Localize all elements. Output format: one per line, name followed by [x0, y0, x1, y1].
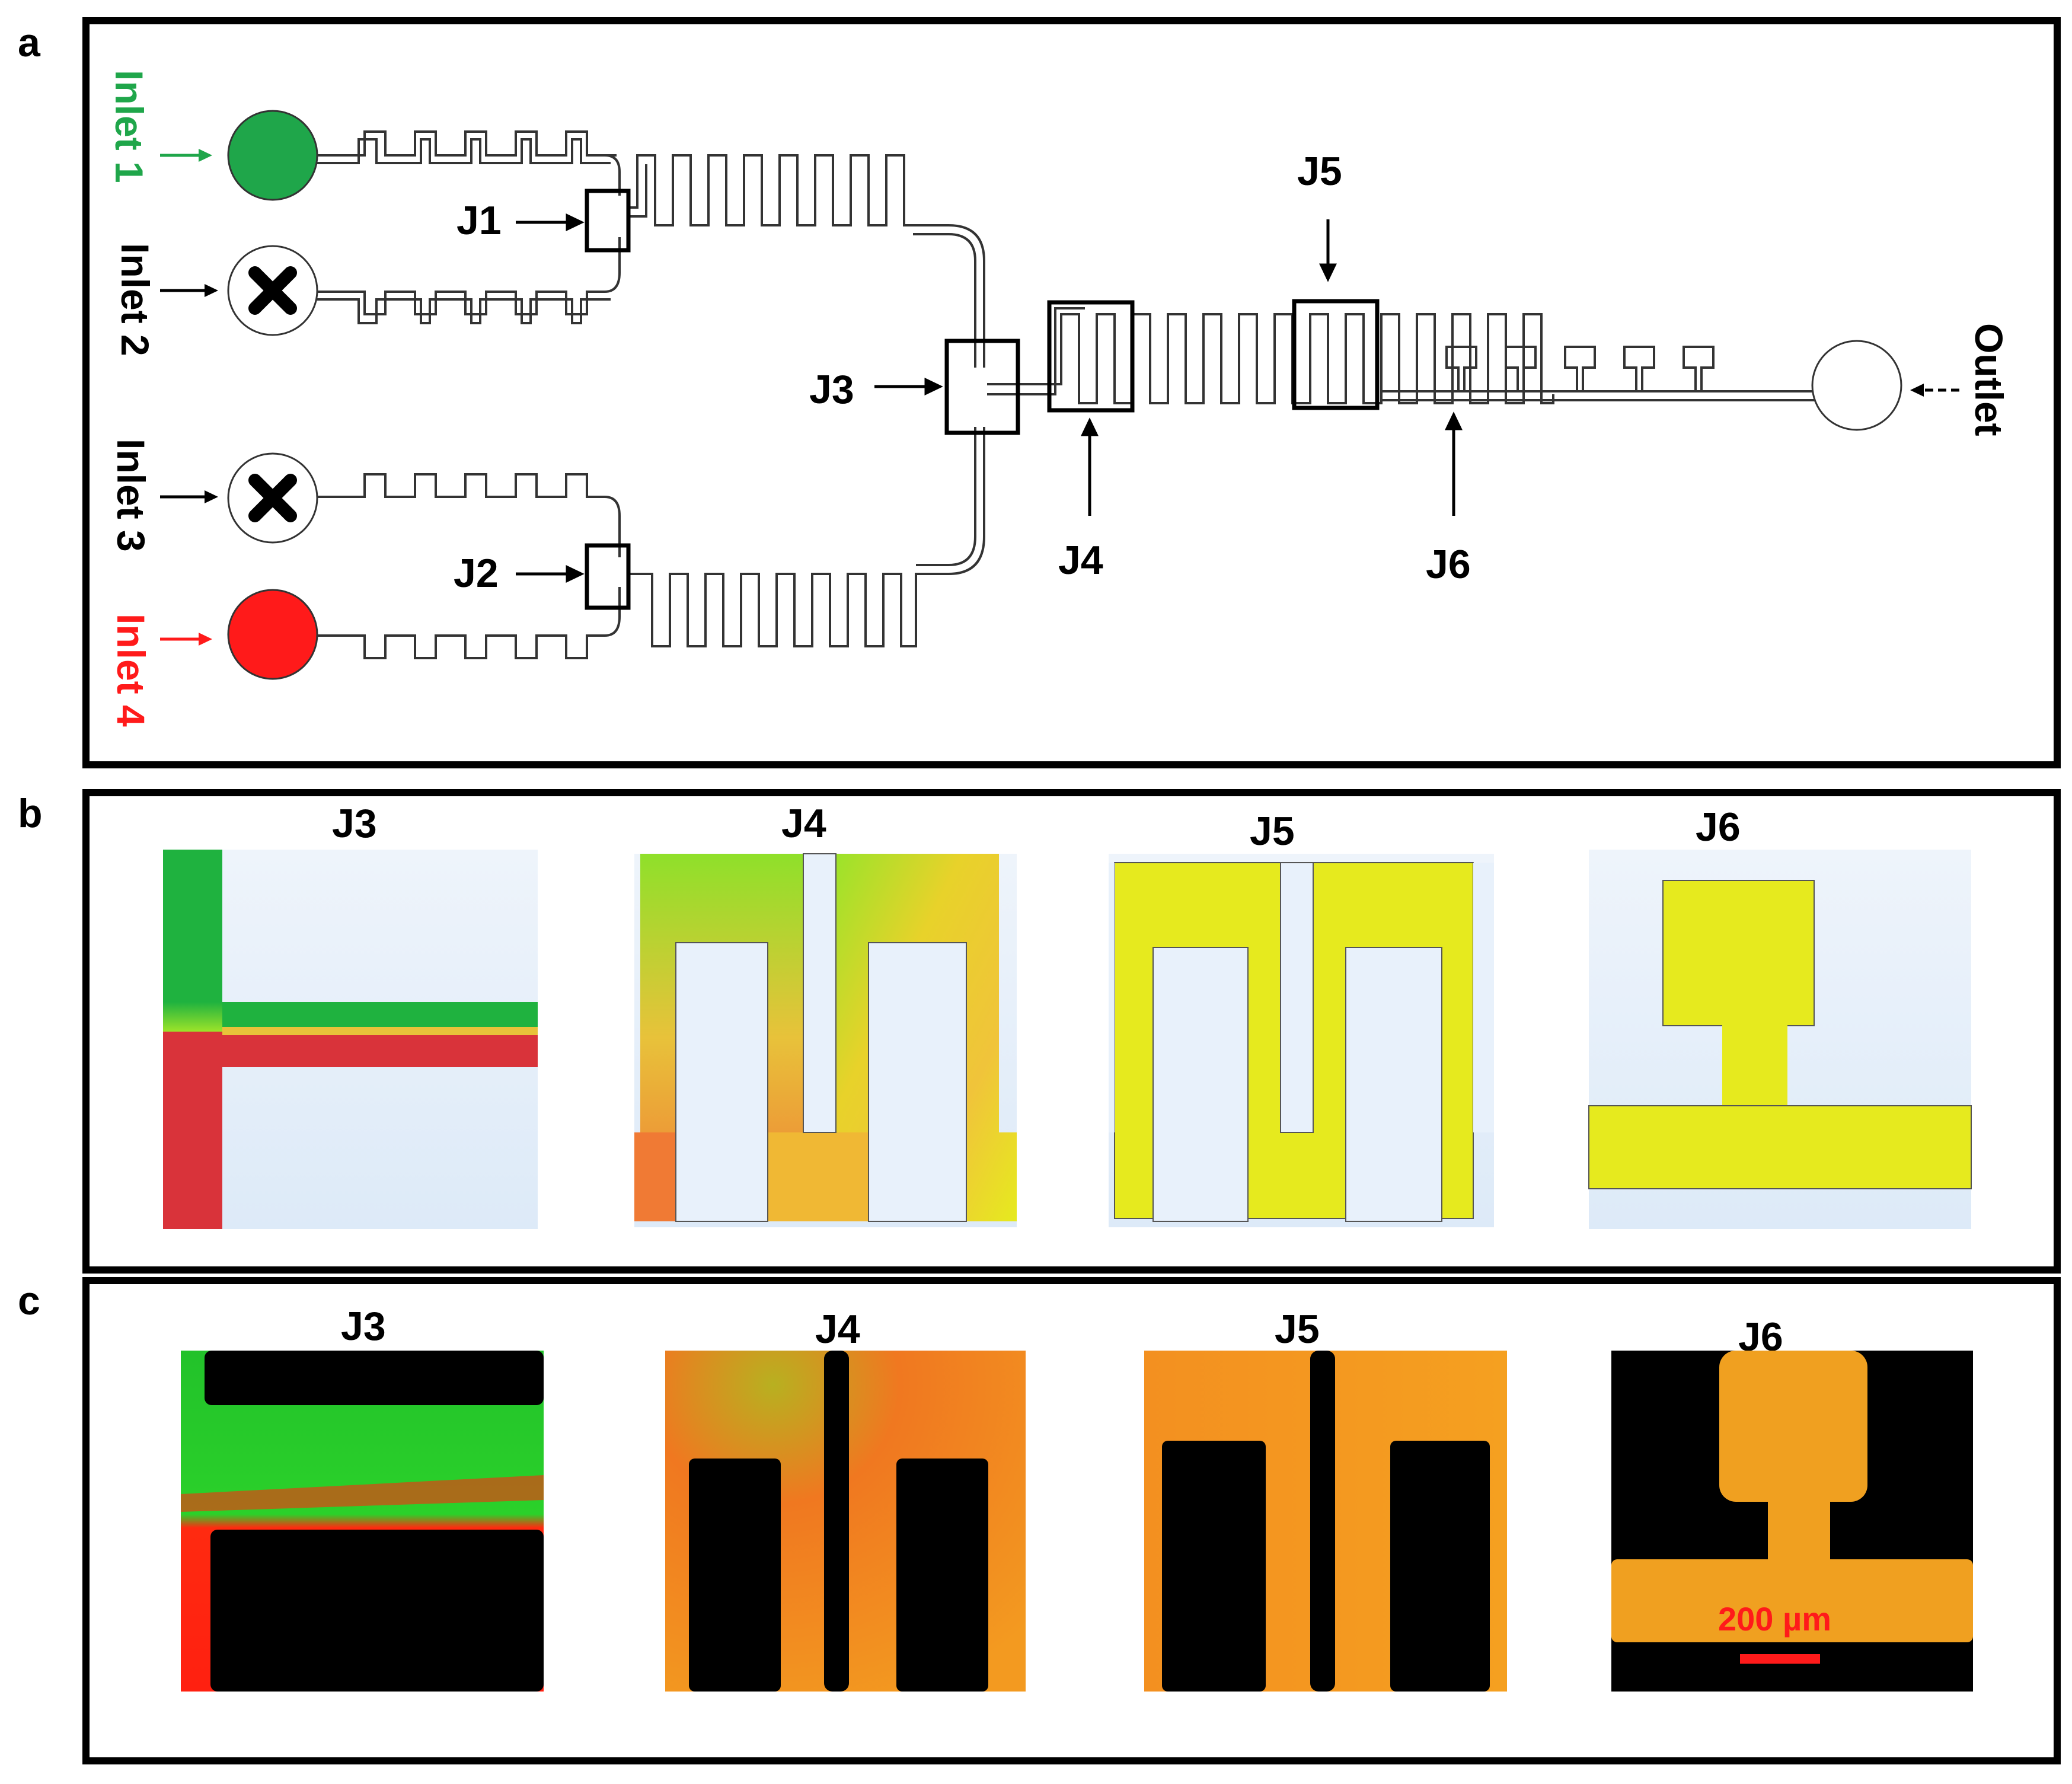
sim-title-j6: J6: [1696, 805, 1741, 850]
inlet-1-label: Inlet 1: [107, 70, 151, 183]
junction-box-j1: [585, 189, 631, 253]
scale-bar-label: 200 µm: [1718, 1600, 1831, 1638]
inlet-1-well: [227, 110, 318, 201]
panel-c-frame: [82, 1277, 2061, 1764]
sim-j3: [163, 850, 538, 1229]
junction-label-j2: J2: [454, 551, 499, 596]
junction-box-j4: [1047, 300, 1135, 413]
inlet-arrows: [160, 149, 1959, 646]
sim-j4: [634, 853, 1017, 1227]
micrograph-title-j5: J5: [1275, 1307, 1320, 1352]
inlet-2-block-icon: [248, 266, 297, 315]
micrograph-j3: [181, 1351, 544, 1692]
junction-label-j6: J6: [1426, 542, 1471, 587]
inlet-4-well: [227, 589, 318, 680]
inlet-3-block-icon: [248, 474, 297, 522]
panel-letter-c: c: [18, 1278, 40, 1323]
junction-label-j5: J5: [1297, 149, 1342, 194]
sim-title-j3: J3: [332, 801, 377, 846]
junction-label-j1: J1: [456, 198, 502, 243]
junction-box-j5: [1292, 299, 1380, 410]
panel-letter-b: b: [18, 791, 43, 836]
sim-j5: [1109, 854, 1494, 1227]
micrograph-j6: 200 µm: [1611, 1351, 1973, 1692]
junction-label-j4: J4: [1058, 538, 1103, 583]
micrograph-title-j3: J3: [341, 1304, 386, 1349]
panel-a-frame: [82, 17, 2061, 768]
inlet-3-label: Inlet 3: [109, 439, 153, 552]
junction-label-j3: J3: [809, 367, 854, 412]
sim-j6: [1588, 850, 1972, 1229]
sim-title-j5: J5: [1250, 809, 1295, 854]
sim-title-j4: J4: [781, 801, 826, 846]
outlet-label: Outlet: [1967, 323, 2011, 436]
inlet-2-label: Inlet 2: [113, 243, 157, 356]
panel-b-frame: [82, 789, 2061, 1274]
junction-box-j2: [585, 543, 631, 610]
junction-box-j3: [944, 339, 1020, 435]
micrograph-j5: [1144, 1351, 1507, 1692]
panel-letter-a: a: [18, 20, 41, 65]
micrograph-j4: [665, 1351, 1026, 1692]
inlet-4-label: Inlet 4: [109, 614, 153, 727]
micrograph-title-j4: J4: [815, 1307, 860, 1352]
junction-boxes: [585, 189, 1380, 610]
scale-bar: [1740, 1654, 1820, 1664]
outlet-well: [1811, 340, 1902, 431]
junction-arrows: [516, 213, 1463, 583]
